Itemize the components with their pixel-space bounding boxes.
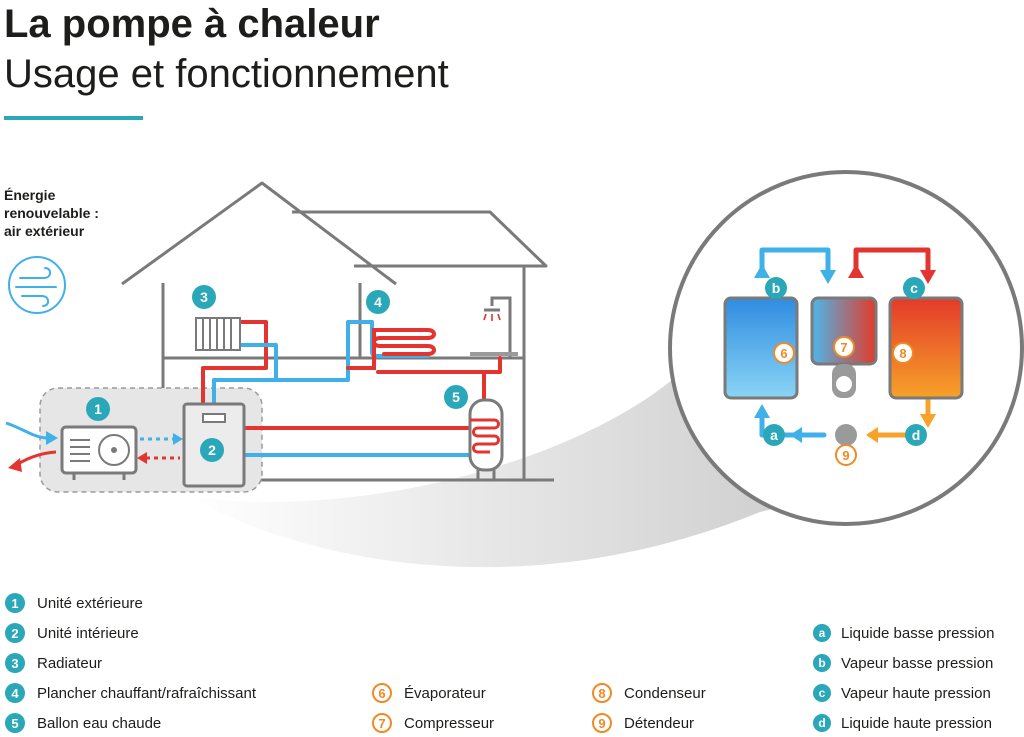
legend-label-1: Unité extérieure [37,594,143,612]
shower-water [483,313,501,321]
marker-a: a [770,427,778,443]
marker-3: 3 [200,289,208,305]
air-in-arrow [5,421,49,440]
legend-item-2: 2 Unité intérieure [5,622,139,644]
hot-water-tank [468,398,504,480]
legend-badge-3: 3 [5,653,25,673]
energy-label-line-2: renouvelable : [4,205,99,221]
legend-item-b: b Vapeur basse pression [813,652,993,674]
marker-b: b [772,280,781,296]
outdoor-unit [60,425,138,480]
legend-badge-1: 1 [5,593,25,613]
legend-badge-7: 7 [372,713,392,733]
legend-badge-a: a [813,624,831,642]
legend-label-a: Liquide basse pression [841,624,995,642]
marker-2: 2 [208,442,216,458]
marker-1: 1 [94,401,102,417]
legend-badge-2: 2 [5,623,25,643]
legend-item-6: 6 Évaporateur [372,682,486,704]
legend-label-9: Détendeur [624,714,695,732]
radiator [195,317,241,351]
marker-d: d [912,427,921,443]
legend-badge-9: 9 [592,713,612,733]
legend-label-7: Compresseur [404,714,495,732]
legend-label-8: Condenseur [624,684,706,702]
heating-pipes [201,320,502,457]
floor-heating-coil [346,328,436,370]
marker-6: 6 [780,346,787,361]
legend-item-9: 9 Détendeur [592,712,694,734]
expansion-valve [835,424,857,446]
page-title: La pompe à chaleur [4,2,380,46]
legend-badge-5: 5 [5,713,25,733]
marker-4: 4 [374,294,382,310]
legend-badge-6: 6 [372,683,392,703]
heat-pump-diagram: 1 2 3 4 5 b c a d 6 7 8 9 [5,170,1024,568]
shower-icon [470,296,518,358]
legend-label-2: Unité intérieure [37,624,139,642]
legend-badge-4: 4 [5,683,25,703]
energy-label-line-1: Énergie [4,187,56,203]
energy-label-line-3: air extérieur [4,223,85,239]
legend-label-4: Plancher chauffant/rafraîchissant [37,684,257,702]
marker-5: 5 [452,389,460,405]
wind-icon [8,256,66,314]
legend-badge-c: c [813,684,831,702]
legend-item-4: 4 Plancher chauffant/rafraîchissant [5,682,256,704]
page-subtitle: Usage et fonctionnement [4,52,449,96]
compressor-motor [832,364,856,398]
legend-label-c: Vapeur haute pression [841,684,991,702]
legend-label-5: Ballon eau chaude [37,714,162,732]
cycle-markers: 6 7 8 9 [773,336,914,466]
marker-8: 8 [899,346,906,361]
component-markers: 1 2 3 4 5 b c a d [86,277,927,462]
legend-item-7: 7 Compresseur [372,712,494,734]
legend-label-3: Radiateur [37,654,103,672]
legend-label-6: Évaporateur [404,684,486,702]
marker-7: 7 [840,340,847,355]
legend-label-b: Vapeur basse pression [841,654,994,672]
marker-c: c [910,280,918,296]
condenser [888,296,964,400]
legend-item-1: 1 Unité extérieure [5,592,143,614]
legend-item-c: c Vapeur haute pression [813,682,991,704]
legend-badge-b: b [813,654,831,672]
evaporator [723,296,799,400]
legend-item-5: 5 Ballon eau chaude [5,712,161,734]
legend-label-d: Liquide haute pression [841,714,992,732]
legend-badge-d: d [813,714,831,732]
legend-item-8: 8 Condenseur [592,682,706,704]
marker-9: 9 [842,448,849,463]
legend-item-3: 3 Radiateur [5,652,102,674]
title-underline [4,116,143,120]
energy-source-label: Énergie renouvelable : air extérieur [4,186,154,240]
legend-badge-8: 8 [592,683,612,703]
zoom-cone [188,380,790,568]
legend-item-a: a Liquide basse pression [813,622,994,644]
legend-item-d: d Liquide haute pression [813,712,992,734]
